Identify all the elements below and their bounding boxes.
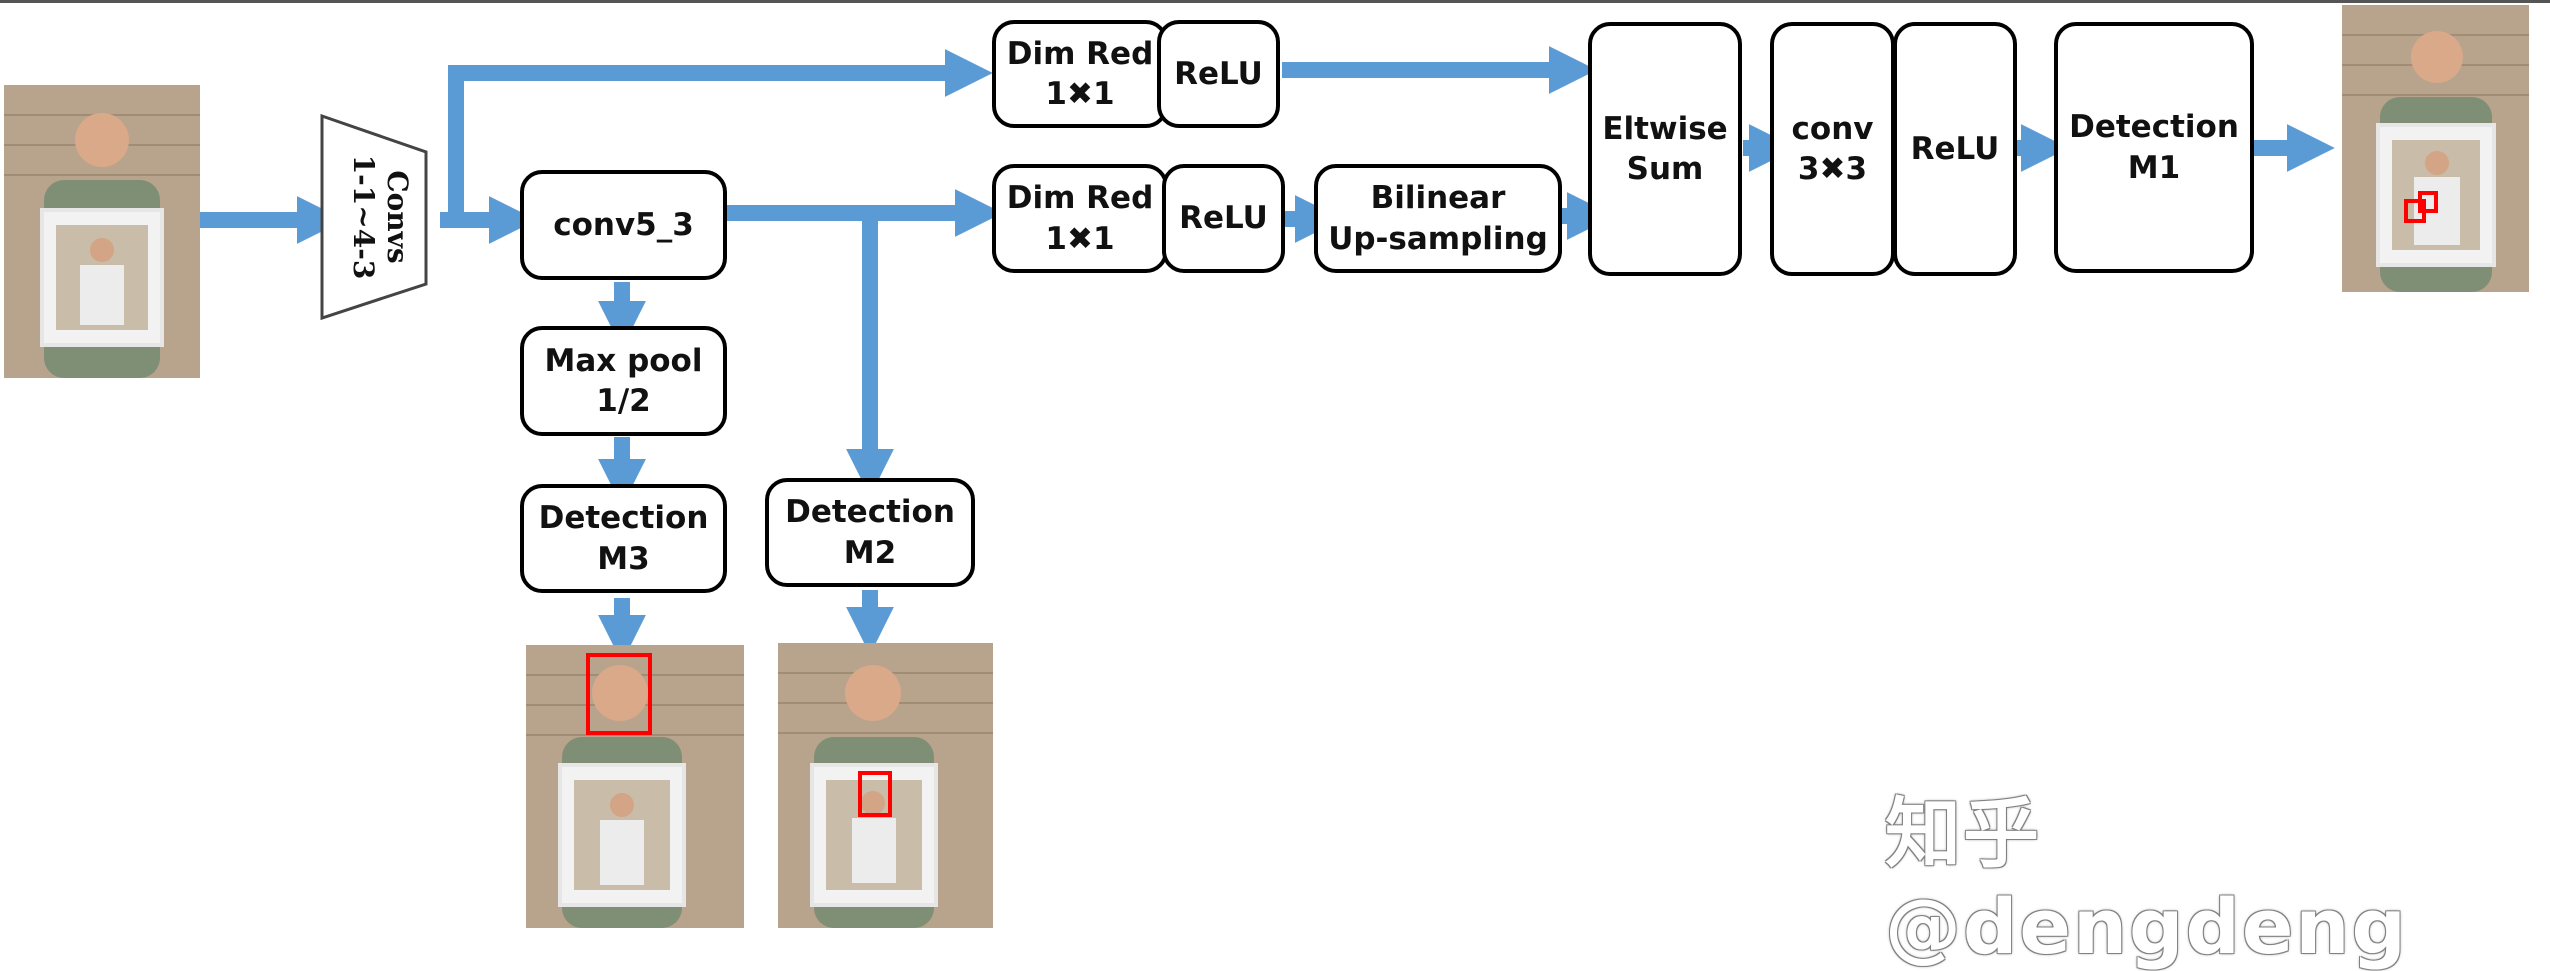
conv3x3-box: conv 3✖3 [1770,22,1895,276]
dim-red-top-box: Dim Red 1✖1 [992,20,1168,128]
relu-mid-box: ReLU [1162,164,1285,273]
convs-block: Convs 1-1~4-3 [320,113,428,321]
relu-top-label: ReLU [1174,55,1263,92]
output-photo-m2 [778,643,993,928]
detection-m1-label: Detection M1 [2069,109,2239,186]
detection-m1-box: Detection M1 [2054,22,2254,273]
relu-right-label: ReLU [1910,130,2000,167]
detection-m2-box: Detection M2 [765,478,975,587]
conv5-3-label: conv5_3 [553,206,694,243]
top-border-line [0,0,2550,3]
detection-m2-label: Detection M2 [785,494,955,571]
dim-red-mid-label: Dim Red 1✖1 [1006,180,1154,257]
max-pool-box: Max pool 1/2 [520,326,727,436]
arrow-connectors [195,46,2335,663]
conv3x3-label: conv 3✖3 [1791,110,1874,187]
relu-mid-label: ReLU [1179,200,1268,237]
arrow-branch-to-dimred-top [448,49,993,220]
detection-m3-box: Detection M3 [520,484,727,593]
dim-red-mid-box: Dim Red 1✖1 [992,164,1168,273]
conv5-3-box: conv5_3 [520,170,727,280]
convs-subtitle: 1-1~4-3 [347,155,380,280]
relu-right-box: ReLU [1893,22,2017,276]
max-pool-label: Max pool 1/2 [544,342,703,419]
dim-red-top-label: Dim Red 1✖1 [1006,35,1154,112]
bilinear-label: Bilinear Up-sampling [1328,180,1548,257]
eltwise-sum-box: Eltwise Sum [1588,22,1742,276]
output-photo-m1 [2342,5,2529,292]
convs-title: Convs [381,170,414,263]
input-photo [4,85,200,378]
output-photo-m3 [526,645,744,928]
relu-top-box: ReLU [1157,20,1280,128]
eltwise-sum-label: Eltwise Sum [1602,110,1728,187]
detection-m3-label: Detection M3 [538,500,709,577]
bilinear-box: Bilinear Up-sampling [1314,164,1562,273]
watermark: 知乎 @dengdeng [1885,789,2408,971]
